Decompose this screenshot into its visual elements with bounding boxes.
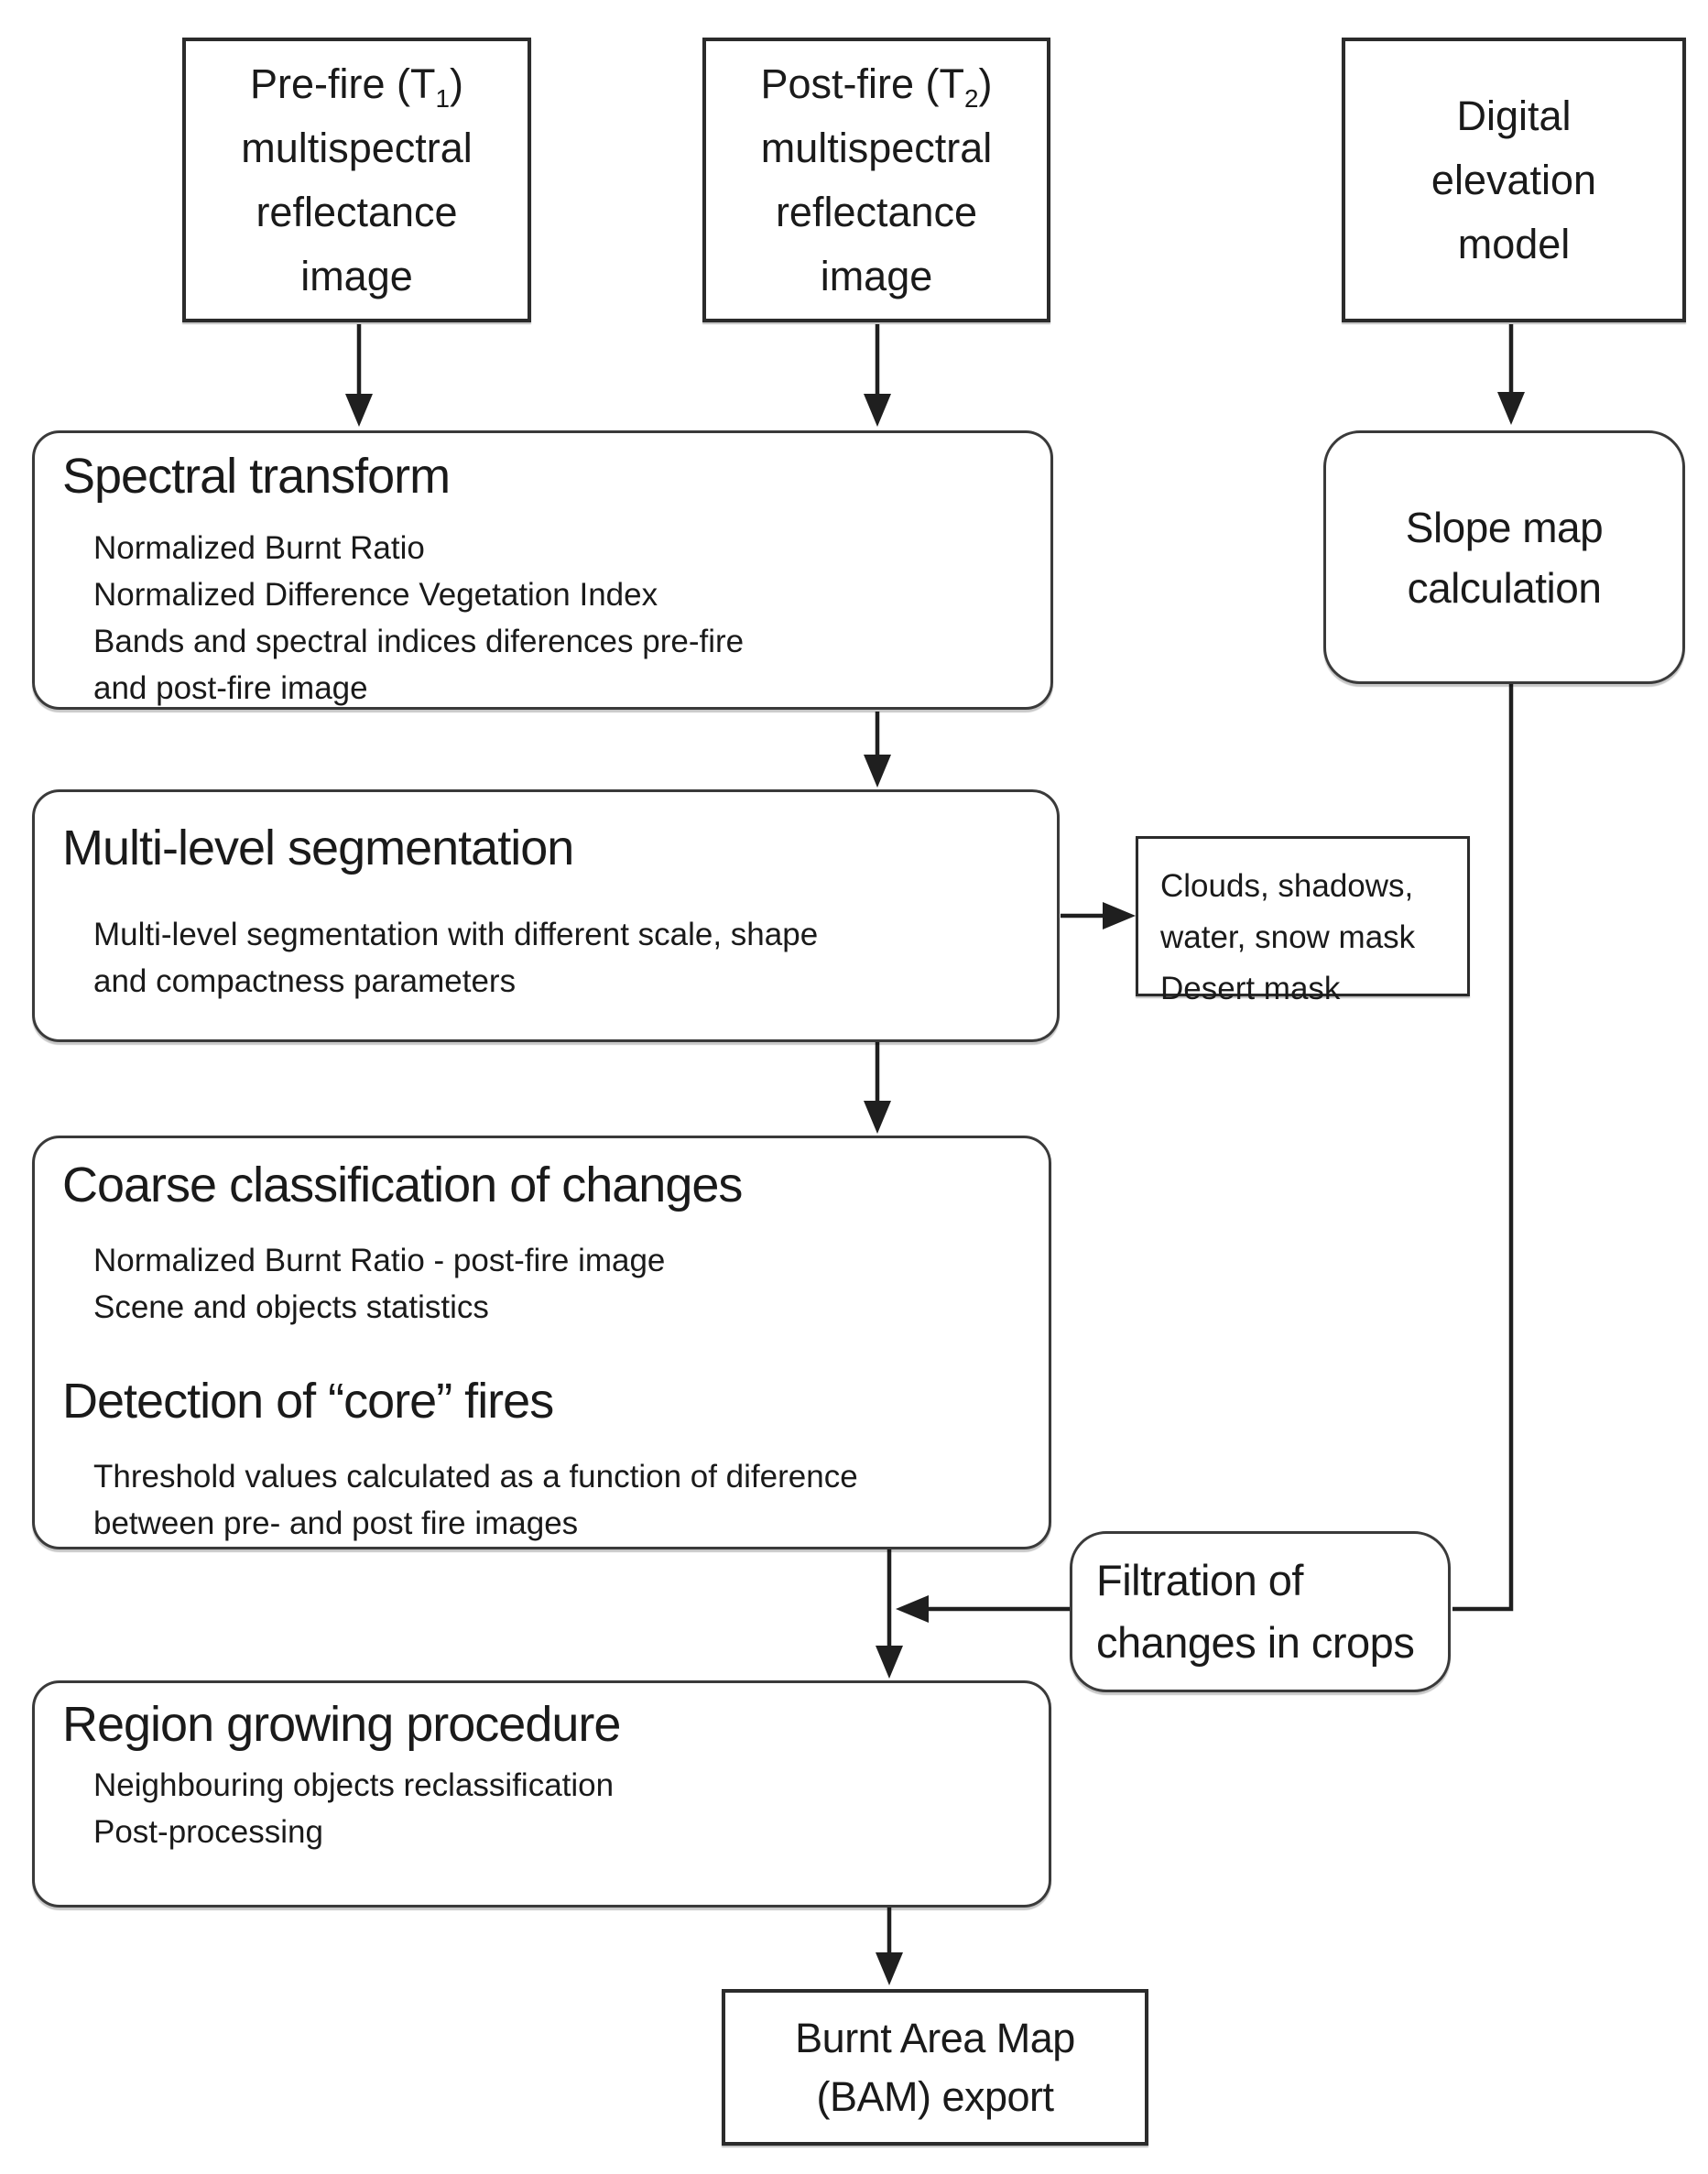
node-filtration-crops: Filtration of changes in crops <box>1070 1531 1451 1692</box>
node-prefire-image: Pre-fire (T1) multispectral reflectance … <box>182 38 531 322</box>
coarse-body-line: Normalized Burnt Ratio - post-fire image <box>93 1243 666 1278</box>
arrow-multilevel-to-coarse <box>864 1042 891 1134</box>
region-body-line: Post-processing <box>93 1814 323 1850</box>
slope-line: calculation <box>1407 563 1602 612</box>
multilevel-body-line: Multi-level segmentation with different … <box>93 917 819 952</box>
slope-line: Slope map <box>1405 503 1604 551</box>
region-heading: Region growing procedure <box>62 1697 621 1752</box>
dem-line: model <box>1457 220 1571 267</box>
prefire-subscript: 1 <box>435 83 450 113</box>
region-body-line: Neighbouring objects reclassification <box>93 1767 615 1803</box>
spectral-body-line: Normalized Burnt Ratio <box>93 530 425 566</box>
prefire-title: Pre-fire (T1) <box>249 60 463 113</box>
node-coarse-classification: Coarse classification of changes Normali… <box>32 1136 1051 1549</box>
arrow-coarse-to-region <box>876 1549 903 1679</box>
core-fires-body-line: Threshold values calculated as a functio… <box>93 1459 858 1495</box>
arrow-spectral-to-multilevel <box>864 712 891 788</box>
core-fires-body-line: between pre- and post fire images <box>93 1505 579 1541</box>
spectral-body-line: and post-fire image <box>93 670 368 706</box>
spectral-body-line: Normalized Difference Vegetation Index <box>93 577 658 613</box>
postfire-line: multispectral <box>760 124 993 171</box>
mask-line: Clouds, shadows, <box>1160 868 1414 904</box>
arrow-multilevel-to-mask <box>1061 902 1136 929</box>
postfire-subscript: 2 <box>964 83 979 113</box>
multilevel-heading: Multi-level segmentation <box>62 821 574 875</box>
core-fires-heading: Detection of “core” fires <box>62 1374 554 1429</box>
node-dem: Digital elevation model <box>1342 38 1686 322</box>
arrow-region-to-bam <box>876 1908 903 1985</box>
node-slope-map: Slope map calculation <box>1323 430 1685 684</box>
arrow-filtration-to-flow <box>896 1595 1070 1623</box>
dem-line: elevation <box>1431 156 1597 203</box>
dem-line: Digital <box>1456 92 1572 139</box>
node-postfire-image: Post-fire (T2) multispectral reflectance… <box>702 38 1050 322</box>
prefire-line: image <box>300 252 413 299</box>
prefire-line: multispectral <box>241 124 473 171</box>
bam-line: (BAM) export <box>816 2072 1054 2120</box>
prefire-line: reflectance <box>256 188 458 235</box>
postfire-line: reflectance <box>775 188 978 235</box>
filtration-line: changes in crops <box>1096 1618 1415 1667</box>
coarse-heading: Coarse classification of changes <box>62 1158 743 1212</box>
arrow-prefire-to-spectral <box>345 324 373 427</box>
mask-line: Desert mask <box>1160 971 1341 1006</box>
line-slope-to-filtration <box>1452 684 1514 1612</box>
spectral-body-line: Bands and spectral indices diferences pr… <box>93 624 745 659</box>
multilevel-body-line: and compactness parameters <box>93 963 517 999</box>
filtration-line: Filtration of <box>1096 1556 1303 1604</box>
arrow-dem-to-slope <box>1497 324 1525 425</box>
node-bam-export: Burnt Area Map (BAM) export <box>722 1989 1148 2146</box>
spectral-heading: Spectral transform <box>62 449 451 504</box>
postfire-line: image <box>820 252 933 299</box>
node-masks: Clouds, shadows, water, snow mask Desert… <box>1136 836 1470 1006</box>
postfire-title: Post-fire (T2) <box>760 60 993 113</box>
arrow-postfire-to-spectral <box>864 324 891 427</box>
node-region-growing: Region growing procedure Neighbouring ob… <box>32 1680 1051 1908</box>
coarse-body-line: Scene and objects statistics <box>93 1289 489 1325</box>
node-multilevel-segmentation: Multi-level segmentation Multi-level seg… <box>32 789 1060 1042</box>
bam-line: Burnt Area Map <box>795 2014 1075 2061</box>
node-spectral-transform: Spectral transform Normalized Burnt Rati… <box>32 430 1053 710</box>
mask-line: water, snow mask <box>1160 919 1416 955</box>
